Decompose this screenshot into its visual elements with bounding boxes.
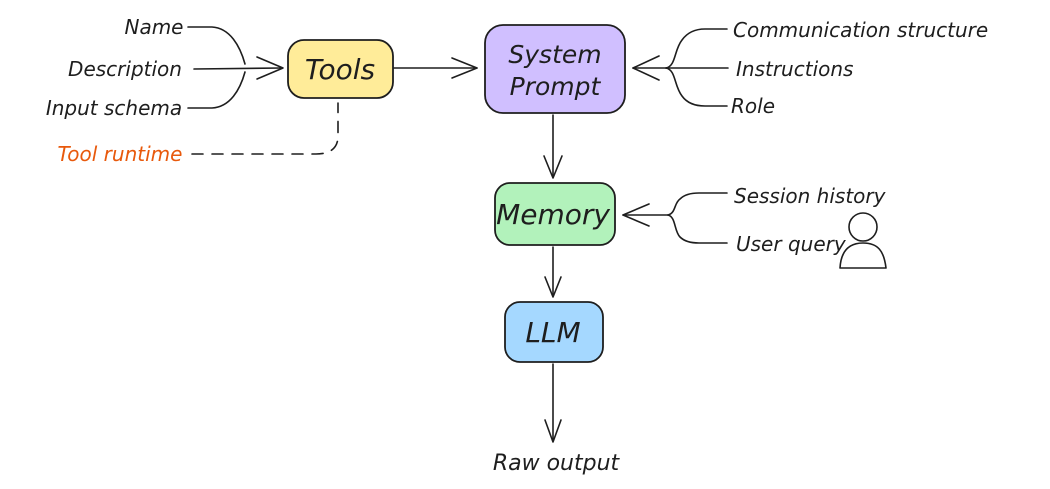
connector-communication-structure	[665, 28, 728, 69]
label-name: Name	[124, 15, 183, 39]
label-raw-output: Raw output	[493, 451, 621, 476]
label-input-schema: Input schema	[46, 96, 182, 120]
arrowhead-into-tools	[256, 56, 284, 80]
connector-session-history	[667, 192, 728, 216]
connector-user-query	[667, 214, 728, 244]
connector-input-schema-to-tools	[187, 71, 246, 109]
memory-box-label: Memory	[496, 198, 610, 231]
label-role: Role	[731, 94, 775, 118]
connector-description-to-tools	[193, 67, 282, 70]
system-prompt-label-line1: System	[508, 40, 601, 69]
tools-box	[287, 39, 394, 99]
label-instructions: Instructions	[736, 57, 853, 81]
system-prompt-label-line2: Prompt	[510, 72, 602, 101]
label-user-query: User query	[736, 232, 847, 256]
arrowhead-tools-to-system-prompt	[451, 57, 478, 79]
label-tool-runtime: Tool runtime	[58, 142, 183, 166]
system-prompt-box	[484, 24, 626, 114]
label-description: Description	[68, 57, 182, 81]
label-session-history: Session history	[734, 184, 887, 208]
memory-box	[494, 182, 616, 246]
label-communication-structure: Communication structure	[733, 18, 988, 42]
arrowhead-memory-to-llm	[544, 276, 562, 298]
connector-name-to-tools	[187, 26, 246, 65]
user-icon	[839, 212, 887, 269]
llm-box	[504, 301, 604, 363]
arrowhead-llm-to-raw-output	[544, 419, 562, 443]
llm-box-label: LLM	[525, 316, 580, 349]
tools-box-label: Tools	[305, 53, 375, 86]
connector-tool-runtime-dashed	[191, 102, 339, 155]
connector-role	[665, 67, 728, 107]
arrowhead-system-prompt-to-memory	[543, 155, 563, 179]
